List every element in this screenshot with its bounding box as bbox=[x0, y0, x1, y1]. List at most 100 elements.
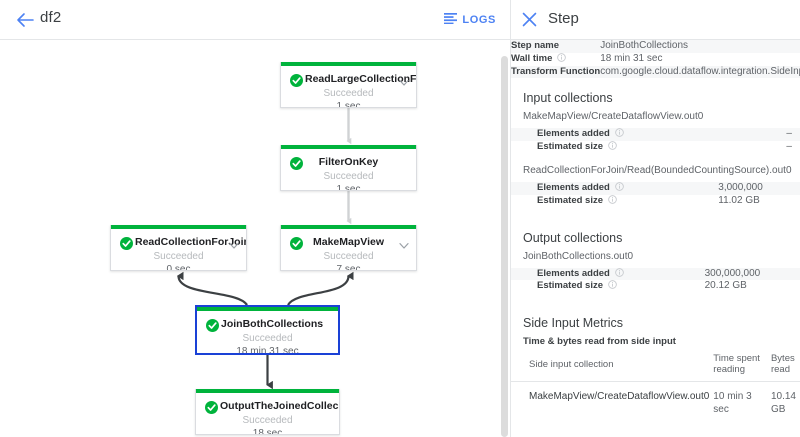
success-check-icon bbox=[290, 157, 303, 170]
collection-metric-row: Estimated size– bbox=[511, 141, 800, 154]
collection-metric-key: Estimated size bbox=[511, 280, 705, 293]
side-input-metrics-heading: Side Input Metrics bbox=[523, 316, 624, 331]
output-collections-heading: Output collections bbox=[523, 230, 623, 245]
chevron-down-icon[interactable] bbox=[399, 237, 409, 249]
side-input-column-header: Side input collection bbox=[511, 353, 714, 383]
node-duration: 1 sec bbox=[336, 184, 361, 191]
info-icon[interactable] bbox=[608, 280, 617, 292]
page-title: df2 bbox=[40, 9, 62, 26]
summary-row: Step name JoinBothCollections bbox=[511, 40, 800, 53]
collection-name: MakeMapView/CreateDataflowView.out0 bbox=[523, 111, 704, 123]
node-title: JoinBothCollections bbox=[221, 318, 324, 330]
collection-metric-key: Elements added bbox=[511, 128, 786, 141]
node-duration: 7 sec bbox=[336, 264, 361, 271]
logs-list-icon bbox=[444, 11, 458, 29]
spacer bbox=[511, 208, 800, 218]
summary-row-value: JoinBothCollections bbox=[600, 40, 689, 51]
node-status: Succeeded bbox=[323, 171, 374, 182]
summary-row-key: Wall time bbox=[511, 53, 600, 66]
graph-header: df2 LOGS bbox=[0, 0, 510, 40]
info-icon[interactable] bbox=[608, 194, 617, 207]
info-icon[interactable] bbox=[615, 267, 624, 280]
info-icon[interactable] bbox=[608, 141, 617, 153]
collection-metrics-table: Elements added–Estimated size– bbox=[511, 128, 800, 154]
chevron-down-icon[interactable] bbox=[229, 237, 239, 249]
collection-metric-row: Elements added– bbox=[511, 128, 800, 142]
info-icon[interactable] bbox=[557, 52, 567, 65]
node-status-bar bbox=[196, 389, 339, 393]
logs-button[interactable]: LOGS bbox=[444, 10, 496, 30]
chevron-down-icon[interactable] bbox=[399, 74, 409, 86]
close-icon[interactable] bbox=[522, 12, 537, 27]
collection-metric-key: Estimated size bbox=[511, 195, 718, 208]
logs-button-label: LOGS bbox=[462, 14, 496, 26]
side-input-time: 10 min 3 sec bbox=[713, 391, 752, 416]
summary-row-value: 18 min 31 sec bbox=[600, 52, 663, 64]
side-input-column-header: Bytes read bbox=[770, 353, 800, 383]
node-title: FilterOnKey bbox=[318, 156, 379, 168]
collection-metric-value: – bbox=[786, 128, 792, 140]
collection-name: ReadCollectionForJoin/Read(BoundedCounti… bbox=[523, 164, 792, 176]
job-graph-pane: df2 LOGS bbox=[0, 0, 510, 437]
node-status: Succeeded bbox=[242, 415, 293, 426]
success-check-icon bbox=[290, 237, 303, 250]
node-status: Succeeded bbox=[323, 251, 374, 262]
info-icon[interactable] bbox=[615, 128, 624, 140]
collection-metric-value: – bbox=[786, 141, 792, 153]
collection-metric-key: Estimated size bbox=[511, 141, 786, 154]
node-duration: 18 sec bbox=[252, 428, 283, 435]
spacer bbox=[511, 154, 800, 164]
node-status-bar bbox=[281, 145, 416, 149]
input-collections-heading: Input collections bbox=[523, 91, 613, 106]
node-status: Succeeded bbox=[153, 251, 204, 262]
collection-name: JoinBothCollections.out0 bbox=[523, 250, 634, 262]
node-duration: 0 sec bbox=[166, 264, 191, 271]
node-status-bar bbox=[111, 225, 246, 229]
side-input-bytes: 10.14 GB bbox=[770, 391, 796, 416]
node-status-bar bbox=[281, 225, 416, 229]
success-check-icon bbox=[206, 319, 219, 332]
success-check-icon bbox=[290, 74, 303, 87]
node-duration: 1 sec bbox=[336, 101, 361, 108]
collection-metric-value: 3,000,000 bbox=[718, 181, 763, 193]
node-duration: 18 min 31 sec bbox=[236, 346, 299, 355]
success-check-icon bbox=[205, 401, 218, 414]
collection-metric-value: 20.12 GB bbox=[704, 280, 747, 292]
spacer bbox=[511, 293, 800, 303]
back-arrow-icon[interactable] bbox=[14, 10, 36, 30]
node-status: Succeeded bbox=[323, 88, 374, 99]
graph-vertical-scrollbar[interactable] bbox=[501, 56, 508, 437]
side-input-metrics-subtitle: Time & bytes read from side input bbox=[523, 336, 676, 348]
summary-row-value: com.google.cloud.dataflow.integration.Si… bbox=[600, 65, 800, 77]
graph-node-read-large-collection[interactable]: ReadLargeCollectionFr... Succeeded 1 sec bbox=[280, 62, 417, 108]
graph-edges bbox=[176, 108, 354, 390]
side-input-column-header: Time spent reading bbox=[713, 353, 771, 383]
collection-metric-value: 300,000,000 bbox=[704, 267, 761, 279]
panel-header: Step bbox=[511, 0, 800, 40]
node-title: MakeMapView bbox=[312, 236, 384, 248]
collection-metric-key: Elements added bbox=[511, 182, 718, 195]
summary-row-key: Step name bbox=[511, 40, 560, 51]
node-status-bar bbox=[281, 62, 416, 66]
node-status-bar bbox=[197, 307, 338, 311]
success-check-icon bbox=[120, 237, 133, 250]
info-icon[interactable] bbox=[615, 182, 624, 194]
node-title: ReadLargeCollectionFr... bbox=[305, 73, 416, 85]
